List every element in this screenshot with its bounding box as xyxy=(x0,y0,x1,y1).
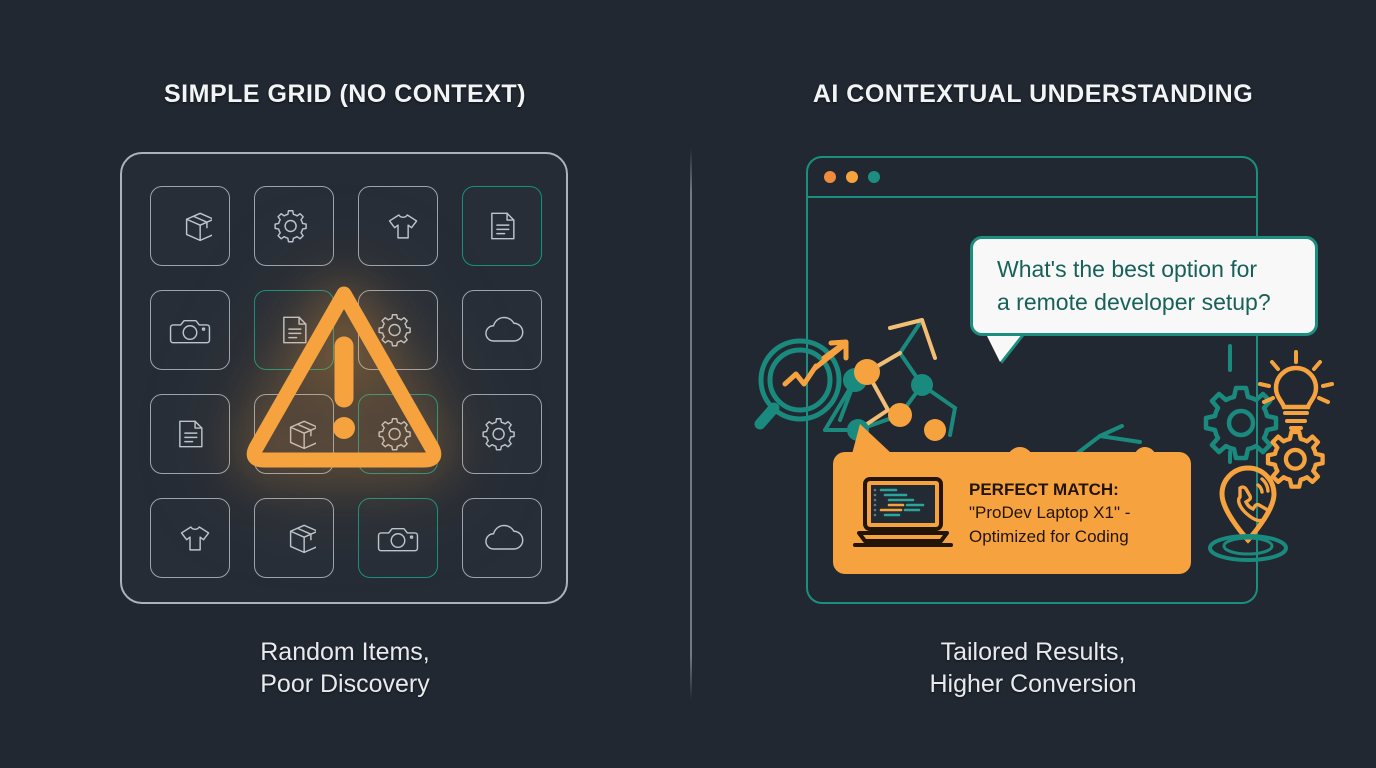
grid-tile-gear-11[interactable] xyxy=(462,394,542,474)
perfect-match-card: PERFECT MATCH: "ProDev Laptop X1" - Opti… xyxy=(833,452,1191,574)
speech-bubble-tail xyxy=(986,334,1022,362)
speech-bubble: What's the best option for a remote deve… xyxy=(970,236,1318,336)
speech-bubble-text: What's the best option for a remote deve… xyxy=(997,256,1271,315)
left-panel-caption: Random Items, Poor Discovery xyxy=(260,638,430,698)
grid-tile-tshirt-12[interactable] xyxy=(150,498,230,578)
grid-tile-camera-14[interactable] xyxy=(358,498,438,578)
grid-tile-box-13[interactable] xyxy=(254,498,334,578)
left-panel-title: SIMPLE GRID (NO CONTEXT) xyxy=(164,80,526,108)
match-card-body: "ProDev Laptop X1" - Optimized for Codin… xyxy=(969,502,1131,546)
traffic-light-red-icon xyxy=(824,171,836,183)
magnifier-trend-icon xyxy=(752,336,862,446)
document-icon xyxy=(491,212,515,240)
grid-tile-cloud-15[interactable] xyxy=(462,498,542,578)
match-card-tail xyxy=(852,424,892,454)
traffic-light-yellow-icon xyxy=(846,171,858,183)
box-icon xyxy=(289,420,316,450)
camera-icon xyxy=(377,527,419,552)
match-card-text: PERFECT MATCH: "ProDev Laptop X1" - Opti… xyxy=(969,478,1130,549)
box-icon xyxy=(185,212,212,242)
document-icon xyxy=(179,420,203,448)
grid-tile-document-8[interactable] xyxy=(150,394,230,474)
gear-icon xyxy=(274,210,307,243)
gear-icon xyxy=(378,418,411,451)
cloud-icon xyxy=(485,316,524,342)
laptop-code-icon xyxy=(851,473,955,553)
right-panel-caption: Tailored Results, Higher Conversion xyxy=(929,638,1137,698)
match-card-heading: PERFECT MATCH: xyxy=(969,479,1119,499)
grid-tile-gear-1[interactable] xyxy=(254,186,334,266)
tshirt-icon xyxy=(180,526,210,551)
gear-icon xyxy=(378,314,411,347)
gear-icon xyxy=(482,418,515,451)
decor-icon-cluster xyxy=(1190,340,1360,570)
box-icon xyxy=(289,524,316,554)
tshirt-icon xyxy=(388,214,418,239)
camera-icon xyxy=(169,319,211,344)
grid-tile-box-0[interactable] xyxy=(150,186,230,266)
grid-tile-tshirt-2[interactable] xyxy=(358,186,438,266)
grid-tile-document-3[interactable] xyxy=(462,186,542,266)
grid-tile-camera-4[interactable] xyxy=(150,290,230,370)
document-icon xyxy=(283,316,307,344)
traffic-light-green-icon xyxy=(868,171,880,183)
grid-tile-cloud-7[interactable] xyxy=(462,290,542,370)
browser-title-bar xyxy=(808,158,1256,198)
right-panel-title: AI CONTEXTUAL UNDERSTANDING xyxy=(812,80,1254,108)
cloud-icon xyxy=(485,524,524,550)
warning-triangle-icon xyxy=(244,276,444,476)
panel-divider xyxy=(690,148,692,700)
